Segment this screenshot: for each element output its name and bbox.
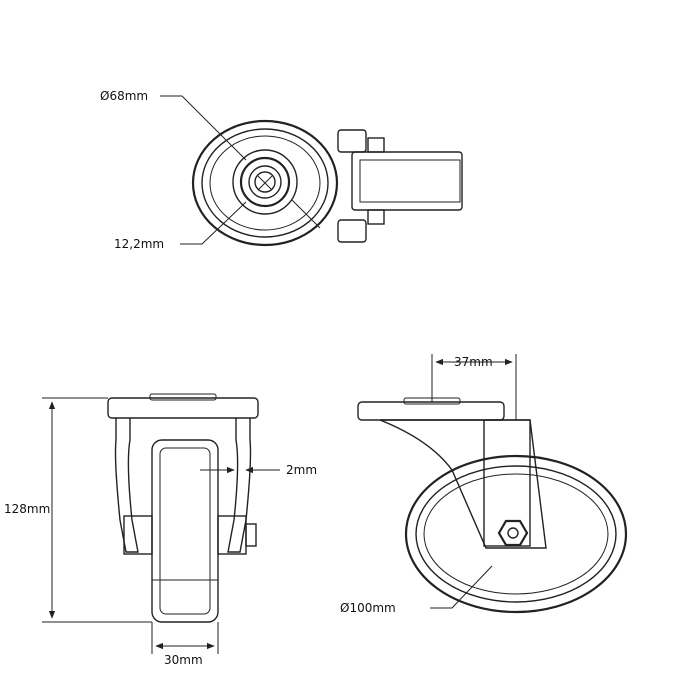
side-axle-center (507, 527, 519, 539)
wheel-diameter-label: Ø100mm (340, 601, 396, 615)
front-axle-left (123, 515, 153, 555)
front-view: 128mm 30mm 2mm (4, 393, 317, 667)
front-wheel-inner (159, 447, 211, 615)
bearing-outer-ring (232, 149, 298, 215)
top-plate-rim (201, 128, 329, 238)
side-wheel-outer (404, 454, 628, 614)
front-fork-left (114, 418, 139, 553)
wheel-diameter-leader (430, 565, 493, 609)
gap-label: 2mm (286, 463, 317, 477)
front-fork-right (227, 418, 252, 553)
front-top-plate (107, 397, 259, 419)
side-view: 37mm Ø100mm (340, 354, 628, 615)
offset-label: 37mm (454, 355, 493, 369)
bolt-hole-leader-line (180, 201, 247, 245)
bolt-hole-leader-extension (291, 199, 321, 229)
front-axle-nut (245, 523, 257, 547)
bolt-hole (254, 171, 276, 193)
front-wheel-outer (151, 439, 219, 623)
top-view-stem-inner (359, 159, 461, 203)
front-top-cap (149, 393, 217, 401)
top-plate-inner (209, 135, 321, 231)
height-label: 128mm (4, 502, 50, 516)
top-view: Ø68mm 12,2mm (100, 89, 463, 251)
front-axle-right (217, 515, 247, 555)
diameter-leader-line (160, 95, 247, 161)
side-fork-body (379, 419, 547, 549)
top-view-washer-top (367, 137, 385, 153)
top-plate-outer (191, 119, 339, 247)
side-top-plate (357, 401, 505, 421)
bearing-race (239, 156, 291, 208)
side-wheel-rim (415, 465, 617, 603)
top-view-stem-body (351, 151, 463, 211)
side-axle-nut (497, 519, 529, 547)
top-diameter-label: Ø68mm (100, 89, 148, 103)
bolt-hole-cross-2 (257, 175, 273, 191)
top-view-washer-bottom (367, 209, 385, 225)
bolt-hole-label: 12,2mm (114, 237, 164, 251)
bearing-inner-ring (248, 165, 282, 199)
top-view-nut-top (337, 129, 367, 153)
side-wheel-inner (423, 473, 609, 595)
width-label: 30mm (164, 653, 203, 667)
top-view-nut-bottom (337, 219, 367, 243)
